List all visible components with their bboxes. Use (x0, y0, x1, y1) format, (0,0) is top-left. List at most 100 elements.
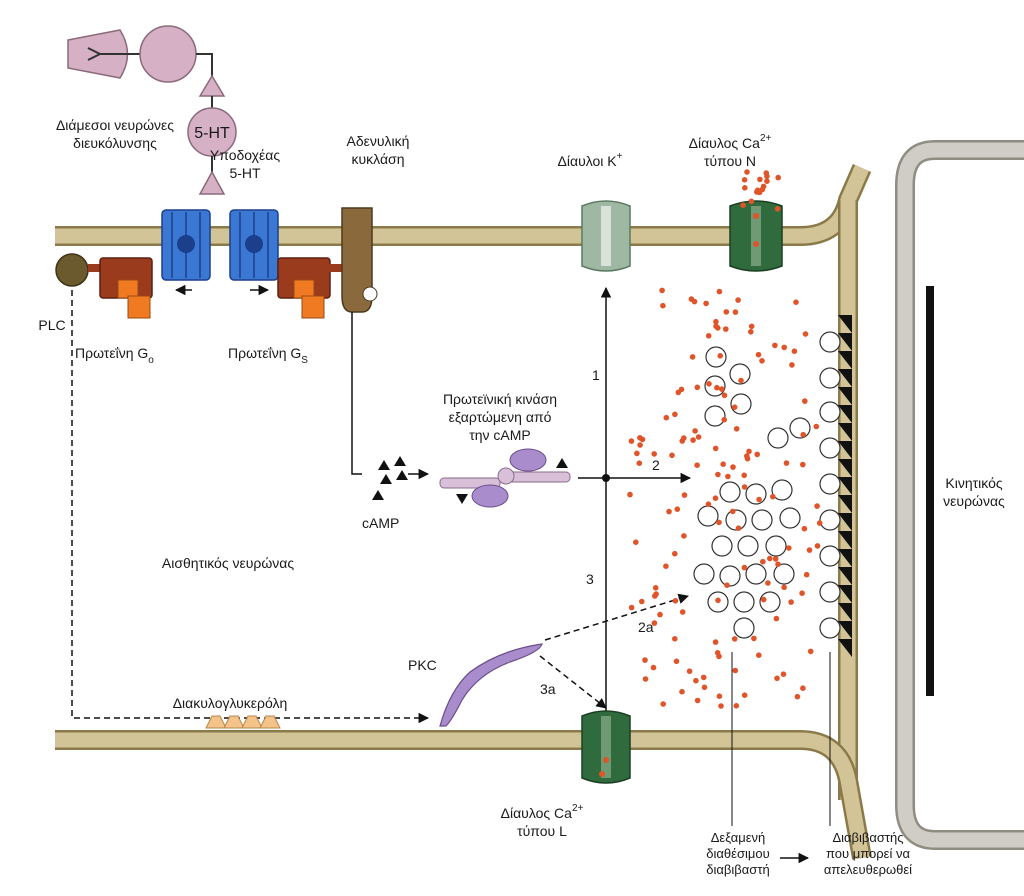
calcium-dot (741, 484, 748, 490)
adenylyl-cyclase (341, 207, 378, 313)
calcium-dot (681, 435, 687, 441)
calcium-dot (628, 604, 635, 611)
calcium-dot (706, 381, 712, 387)
vesicle (767, 427, 789, 449)
calcium-dot (731, 404, 738, 411)
path-3a-arrow (539, 655, 607, 709)
active-zone-mark (838, 531, 852, 549)
go-protein-label: Πρωτεΐνη Go (75, 345, 154, 366)
vesicle (725, 509, 747, 531)
calcium-dot (694, 462, 700, 469)
vesicle (819, 473, 841, 495)
pka-label-1: Πρωτεϊνική κινάση (443, 391, 557, 407)
active-zone-mark (838, 369, 852, 387)
calcium-dot (723, 326, 729, 332)
calcium-dot (672, 550, 678, 557)
active-zone-mark (838, 423, 852, 441)
calcium-dot (772, 556, 779, 562)
active-zone-mark (838, 549, 852, 567)
vesicle (759, 591, 781, 613)
active-zone-mark (838, 621, 852, 639)
calcium-dot (764, 178, 770, 184)
calcium-dot (732, 667, 739, 674)
calcium-dot (715, 471, 721, 478)
vesicle (819, 367, 841, 389)
calcium-dot (720, 461, 726, 468)
calcium-dot (721, 392, 728, 399)
facilitatory-interneuron: 5-HT (67, 25, 237, 195)
path-1-label: 1 (592, 367, 600, 383)
pka-kinase (439, 448, 571, 508)
calcium-dot (651, 451, 657, 457)
calcium-dot (692, 428, 698, 434)
calcium-dot (694, 697, 701, 704)
active-zone-mark (838, 513, 852, 531)
calcium-dot-group (627, 169, 823, 709)
calcium-dot (767, 555, 773, 562)
calcium-dot (627, 491, 633, 498)
calcium-dot (637, 435, 643, 441)
releasable-pool-label-2: που μπορεί να (826, 846, 910, 861)
calcium-dot (755, 351, 762, 358)
pkc-label: PKC (408, 657, 437, 673)
interneuron-soma (139, 25, 197, 83)
n-type-ca-channel (729, 200, 783, 272)
calcium-dot (760, 558, 766, 565)
pka-label-3: την cAMP (469, 427, 531, 443)
calcium-dot (800, 431, 806, 438)
reserve-pool-label-3: διαβιβαστή (706, 862, 769, 877)
interneurons-label-1: Διάμεσοι νευρώνες (56, 117, 174, 133)
l-channel-label-2: τύπου L (517, 823, 567, 839)
active-zone-mark (838, 315, 852, 333)
calcium-dot (714, 650, 721, 656)
calcium-dot (788, 599, 794, 605)
calcium-dot (756, 652, 762, 658)
calcium-dot (748, 323, 755, 330)
interneuron-triangle-top (198, 74, 226, 97)
calcium-dot (793, 299, 799, 306)
calcium-dot (724, 582, 730, 588)
camp-label: cAMP (362, 515, 399, 531)
branch-node (602, 474, 610, 482)
calcium-dot (681, 533, 687, 539)
calcium-dot (807, 648, 814, 655)
pka-label-2: εξαρτώμενη από (449, 409, 552, 425)
receptor-label-2: 5-HT (229, 165, 261, 181)
calcium-dot (705, 333, 712, 339)
vesicle (705, 346, 727, 368)
active-zone-mark (838, 603, 852, 621)
calcium-dot (642, 657, 648, 663)
l-channel-label-1: Δίαυλος Ca2+ (501, 803, 584, 821)
calcium-dot (691, 298, 698, 305)
calcium-dot (814, 503, 820, 509)
vesicle (789, 417, 811, 439)
vesicle (819, 331, 841, 353)
calcium-dot (751, 635, 757, 642)
vesicle (697, 505, 719, 527)
vesicle (745, 483, 767, 505)
postsynaptic-density (926, 286, 934, 696)
calcium-dot (712, 495, 719, 502)
calcium-dot (791, 348, 798, 355)
serotonin-label: 5-HT (194, 125, 230, 142)
vesicle (729, 363, 751, 385)
calcium-dot (689, 354, 696, 360)
calcium-dot (775, 561, 781, 567)
vesicle (733, 591, 755, 613)
pkc-kinase (439, 643, 543, 727)
calcium-dot (806, 547, 813, 553)
vesicle (737, 535, 759, 557)
vesicle (771, 479, 793, 501)
calcium-dot (741, 177, 748, 183)
active-zone-mark (838, 441, 852, 459)
calcium-dot (636, 460, 643, 467)
receptor-1 (161, 209, 211, 281)
calcium-dot (735, 297, 741, 303)
calcium-dot (803, 571, 810, 578)
plc-label: PLC (38, 317, 65, 333)
calcium-dot (672, 636, 678, 642)
calcium-dot (714, 384, 720, 391)
go-protein (88, 257, 153, 319)
vesicle (819, 437, 841, 459)
active-zone-mark (838, 405, 852, 423)
